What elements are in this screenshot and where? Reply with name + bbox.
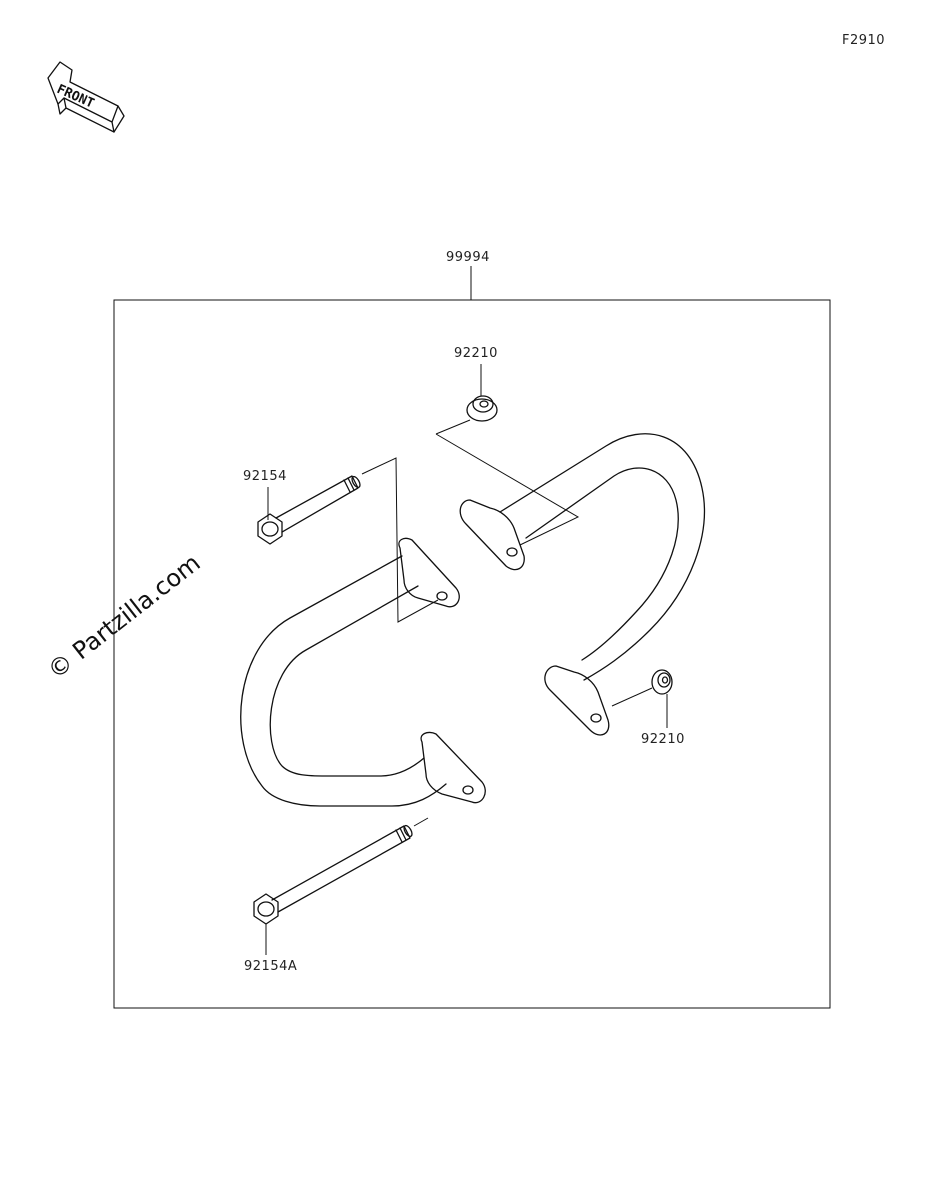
front-arrow-icon: FRONT (47, 61, 125, 133)
bolt-short-guide-lines (361, 457, 439, 623)
left-guard-bar (240, 537, 486, 807)
figure-code: F2910 (842, 33, 885, 48)
front-label: FRONT (54, 82, 96, 112)
part-label-bolt-short: 92154 (243, 469, 287, 484)
nut-top-guide-lines (435, 419, 580, 546)
bolt-long (253, 824, 413, 925)
part-label-bolt-long: 92154A (244, 959, 297, 974)
part-label-kit: 99994 (446, 250, 490, 265)
watermark-text: © Partzilla.com (42, 549, 205, 685)
bolt-short (257, 475, 361, 545)
part-label-nut-top: 92210 (454, 346, 498, 361)
right-guard-bar (459, 433, 706, 736)
part-label-nut-right: 92210 (641, 732, 685, 747)
kit-boundary-box (113, 299, 831, 1009)
flange-nut-right (651, 669, 673, 695)
flange-nut-top (466, 395, 498, 422)
nut-right-guide-line (611, 687, 653, 707)
bolt-long-guide-line (413, 817, 429, 827)
